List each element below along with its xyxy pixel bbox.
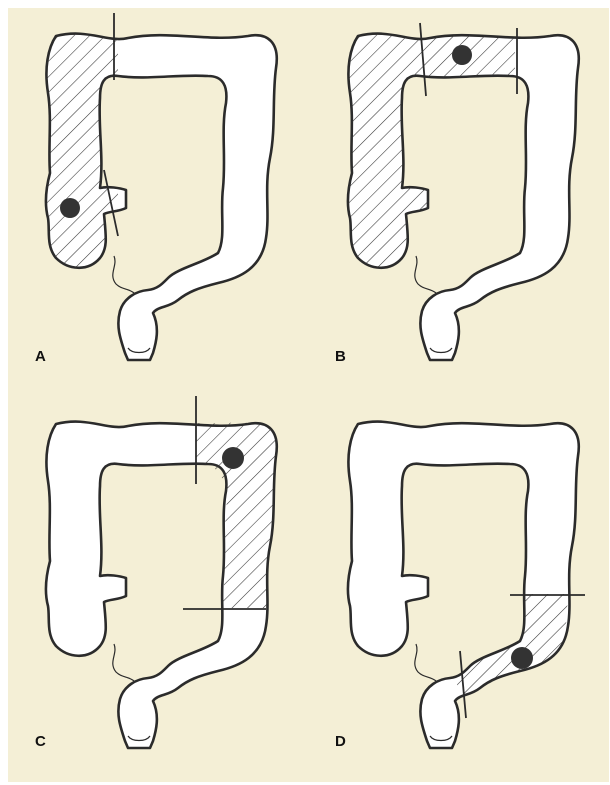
tumor-dot [452,45,472,65]
panel-c [46,396,277,748]
panel-label-d: D [335,733,346,750]
tumor-dot [222,447,244,469]
panel-label-c: C [35,733,46,750]
panel-d [348,422,585,748]
tumor-dot [511,647,533,669]
figure: A B C D [8,8,609,782]
panel-label-a: A [35,348,46,365]
panel-a [46,13,277,360]
panel-label-b: B [335,348,346,365]
resection-diagram [8,8,609,782]
panel-b [348,23,579,360]
tumor-dot [60,198,80,218]
